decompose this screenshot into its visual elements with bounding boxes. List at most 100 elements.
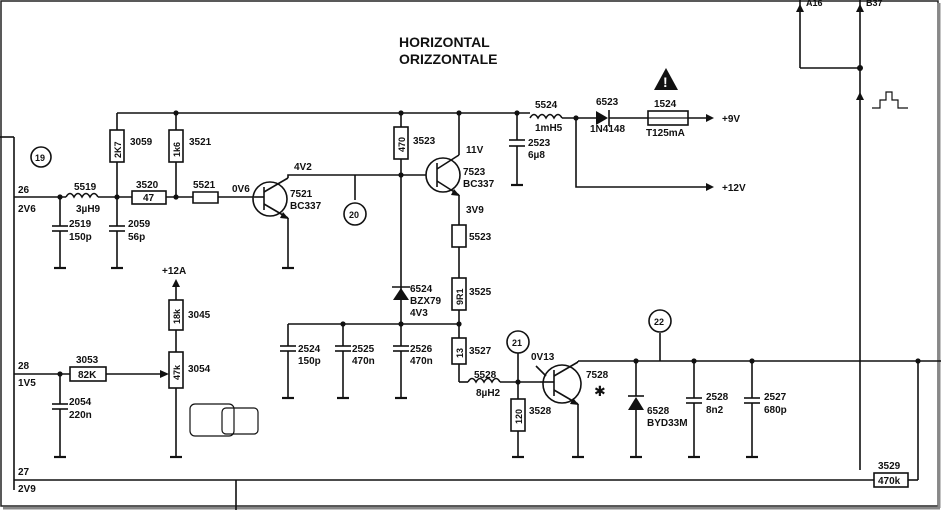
resistor-3521-value: 1k6 xyxy=(172,142,182,157)
test-point-21-label: 21 xyxy=(512,338,522,348)
diode-6528: 6528 BYD33M xyxy=(628,361,688,459)
svg-text:✱: ✱ xyxy=(594,384,606,400)
inductor-5528: 5528 8µH2 xyxy=(459,370,540,399)
resistor-3053-ref: 3053 xyxy=(76,355,99,366)
resistor-3520-ref: 3520 xyxy=(136,180,159,191)
resistor-3053: 82K 3053 xyxy=(69,355,160,382)
resistor-3525: 9R1 3525 xyxy=(451,277,492,338)
capacitor-2526-value: 470n xyxy=(410,356,433,367)
adjustment-symbol xyxy=(189,403,259,437)
net-26-voltage: 2V6 xyxy=(18,204,36,215)
title-line2: ORIZZONTALE xyxy=(399,51,498,67)
voltage-3v9: 3V9 xyxy=(466,205,484,216)
fuse-1524-rating: T125mA xyxy=(646,128,685,139)
resistor-3528-value: 120 xyxy=(514,409,524,424)
resistor-3053-value: 82K xyxy=(78,370,97,381)
potentiometer-3054-ref: 3054 xyxy=(188,364,211,375)
resistor-3523-ref: 3523 xyxy=(413,136,436,147)
transistor-7528-ref: 7528 xyxy=(586,370,609,381)
resistor-3045-ref: 3045 xyxy=(188,310,211,321)
capacitor-2526-ref: 2526 xyxy=(410,344,433,355)
transistor-7521-type: BC337 xyxy=(290,201,322,212)
potentiometer-3054: 47k 3054 xyxy=(160,351,211,459)
transistor-7523-type: BC337 xyxy=(463,179,495,190)
capacitor-2054: 2054 220n xyxy=(52,374,92,459)
resistor-3529-ref: 3529 xyxy=(878,461,901,472)
inductor-5524-value: 1mH5 xyxy=(535,123,563,134)
capacitor-2523: 2523 6µ8 xyxy=(509,113,551,187)
capacitor-2519: 2519 150p xyxy=(52,197,92,270)
capacitor-2054-value: 220n xyxy=(69,410,92,421)
test-point-20-label: 20 xyxy=(349,210,359,220)
transistor-7523: 7523 BC337 xyxy=(401,113,495,225)
capacitor-2523-ref: 2523 xyxy=(528,138,551,149)
transistor-7521-ref: 7521 xyxy=(290,189,313,200)
capacitor-2059: 2059 56p xyxy=(109,197,151,270)
capacitor-2523-value: 6µ8 xyxy=(528,150,545,161)
label-b37: B37 xyxy=(866,0,883,8)
test-point-19 xyxy=(30,146,52,168)
net-27-label: 27 xyxy=(18,467,30,478)
resistor-3523: 470 3523 xyxy=(393,113,436,290)
capacitor-2525-ref: 2525 xyxy=(352,344,375,355)
capacitor-2059-ref: 2059 xyxy=(128,219,151,230)
capacitor-2525-value: 470n xyxy=(352,356,375,367)
transistor-7523-ref: 7523 xyxy=(463,167,486,178)
resistor-3520-value: 47 xyxy=(143,193,155,204)
diode-6528-type: BYD33M xyxy=(647,418,688,429)
capacitor-2527-value: 680p xyxy=(764,405,787,416)
resistor-3528-ref: 3528 xyxy=(529,406,552,417)
inductor-5519: 5519 3µH9 xyxy=(65,182,101,215)
rail-plus9v: +9V xyxy=(722,114,740,125)
title-line1: HORIZONTAL xyxy=(399,34,490,50)
zener-6524-type: BZX79 xyxy=(410,296,442,307)
net-27-voltage: 2V9 xyxy=(18,484,36,495)
rail-plus12v: +12V xyxy=(722,183,746,194)
capacitor-2528-value: 8n2 xyxy=(706,405,724,416)
net-26-label: 26 xyxy=(18,185,30,196)
diode-6528-ref: 6528 xyxy=(647,406,670,417)
inductor-5524: 5524 1mH5 xyxy=(529,100,563,134)
warning-icon: ! xyxy=(654,68,678,90)
inductor-5523-ref: 5523 xyxy=(469,232,492,243)
resistor-3045-value: 18k xyxy=(172,308,182,324)
capacitor-2527: 2527 680p xyxy=(744,361,787,459)
voltage-11v: 11V xyxy=(466,145,484,156)
test-point-22-label: 22 xyxy=(654,317,664,327)
resistor-3525-value: 9R1 xyxy=(455,288,465,305)
rail-plus12a: +12A xyxy=(162,266,186,277)
top-right-connector: A16 B37 xyxy=(796,0,908,470)
svg-text:!: ! xyxy=(663,74,668,90)
diode-6523-ref: 6523 xyxy=(596,97,619,108)
resistor-3523-value: 470 xyxy=(397,137,407,152)
net-26: 26 2V6 19 xyxy=(14,146,66,215)
voltage-0v6: 0V6 xyxy=(232,184,250,195)
inductor-5523: 5523 xyxy=(451,224,492,278)
fuse-1524: 1524 T125mA xyxy=(646,99,706,139)
resistor-3528: 120 3528 xyxy=(510,382,552,459)
capacitor-2526: 2526 470n xyxy=(393,324,433,400)
voltage-0v13: 0V13 xyxy=(531,352,555,363)
resistor-3529-value: 470k xyxy=(878,476,901,487)
resistor-3059-ref: 3059 xyxy=(130,137,153,148)
capacitor-2524-value: 150p xyxy=(298,356,321,367)
inductor-5521: 5521 xyxy=(192,180,219,204)
test-point-21 xyxy=(506,330,530,354)
inductor-5524-ref: 5524 xyxy=(535,100,558,111)
capacitor-2524: 2524 150p xyxy=(280,324,321,400)
resistor-3527-ref: 3527 xyxy=(469,346,492,357)
net-28-voltage: 1V5 xyxy=(18,378,36,389)
left-connector xyxy=(0,136,15,490)
inductor-5519-value: 3µH9 xyxy=(76,204,101,215)
test-point-20 xyxy=(343,202,367,226)
resistor-3520: 47 3520 xyxy=(131,180,167,205)
net-28-label: 28 xyxy=(18,361,30,372)
zener-6524: 6524 BZX79 4V3 xyxy=(392,284,442,324)
resistor-3529: 470k 3529 xyxy=(14,461,918,488)
capacitor-2528-ref: 2528 xyxy=(706,392,729,403)
zener-6524-ref: 6524 xyxy=(410,284,433,295)
capacitor-2519-value: 150p xyxy=(69,232,92,243)
